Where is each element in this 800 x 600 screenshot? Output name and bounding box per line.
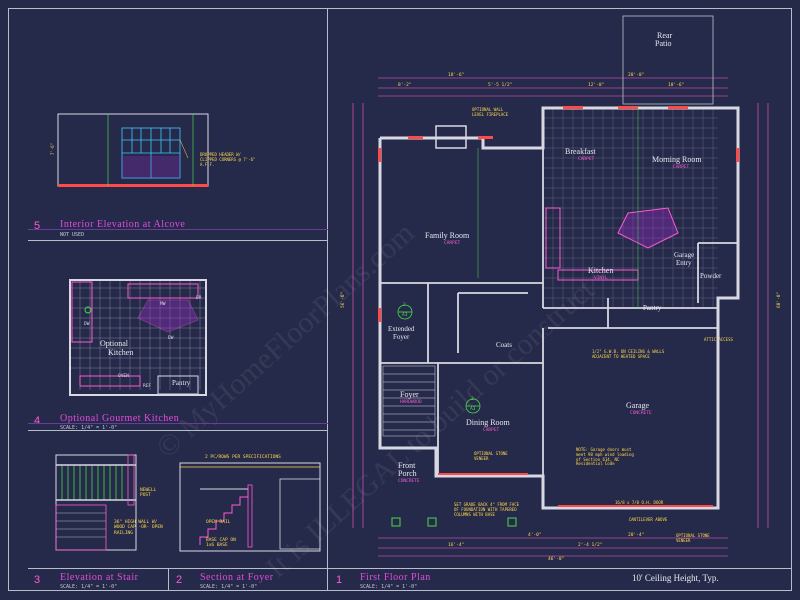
section-marker-2-bottom: A3 (402, 313, 408, 318)
svg-text:60'-0": 60'-0" (776, 292, 782, 308)
note-cantilever: CANTILEVER ABOVE (628, 517, 668, 522)
room-morning: Morning Room (652, 155, 702, 164)
svg-text:16'-4": 16'-4" (448, 542, 464, 548)
detail-number-4: 4 (34, 415, 41, 427)
room-family-floor: CARPET (444, 241, 461, 246)
svg-text:56'-0": 56'-0" (340, 292, 346, 308)
room-breakfast-floor: CARPET (578, 157, 595, 162)
room-foyer-floor: HARDWOOD (400, 400, 422, 405)
stair-title: Elevation at Stair (60, 572, 139, 583)
svg-text:10'-6": 10'-6" (668, 82, 684, 88)
kitchen-label-mw: MW (160, 302, 166, 307)
room-breakfast: Breakfast (565, 147, 596, 156)
note-garage-door: 16/8 x 7/0 O.H. DOOR (615, 500, 664, 505)
room-rear-patio-sub: Patio (655, 39, 672, 48)
optional-kitchen-drawing (69, 279, 207, 396)
note-garage-wind: NOTE: Garage doors must meet 90 mph wind… (576, 447, 634, 467)
ceiling-height-note: 10' Ceiling Height, Typ. (632, 573, 719, 583)
note-beam: SET GRADE BACK 4" FROM FACE OF FOUNDATIO… (454, 502, 520, 517)
foyer-section-note-2: OPEN RAIL (206, 520, 231, 525)
detail-number-1: 1 (336, 574, 343, 586)
kitchen-title: Optional Gourmet Kitchen (60, 413, 180, 424)
svg-text:2'-4 1/2": 2'-4 1/2" (578, 542, 602, 548)
stair-scale: SCALE: 1/4" = 1'-0" (60, 584, 118, 590)
stair-wall-note: 36" HIGH WALL W/ WOOD CAP -OR- OPEN RAIL… (114, 520, 163, 536)
optional-kitchen-title: Optional (100, 339, 128, 348)
room-porch-floor: CONCRETE (398, 479, 420, 484)
section-marker-3-bottom: A3 (470, 407, 476, 412)
svg-text:20'-0": 20'-0" (628, 72, 644, 78)
svg-text:8'-2": 8'-2" (398, 82, 412, 88)
room-pantry: Pantry (643, 304, 662, 312)
room-coats: Coats (496, 341, 512, 349)
alcove-elevation-drawing: 7'-6" (50, 113, 209, 187)
room-front-porch: Front (398, 461, 416, 470)
foyer-section-drawing (179, 462, 321, 552)
svg-text:7'-6": 7'-6" (50, 143, 55, 155)
plan-title: First Floor Plan (360, 572, 431, 583)
svg-text:46'-0": 46'-0" (548, 556, 564, 562)
kitchen-label-dw2: DW (168, 336, 174, 341)
room-family: Family Room (425, 231, 470, 240)
room-extended-foyer: Extended (388, 325, 415, 333)
room-morning-floor: CARPET (673, 165, 690, 170)
foyer-section-scale: SCALE: 1/4" = 1'-0" (200, 584, 258, 590)
kitchen-label-oven: OVEN (118, 374, 129, 379)
note-stone-1: OPTIONAL STONE VENEER (474, 451, 508, 461)
room-kitchen-floor: VINYL (594, 276, 608, 281)
room-dining-floor: CARPET (483, 428, 500, 433)
room-rear-patio: Rear (657, 31, 673, 40)
room-powder: Powder (700, 272, 722, 280)
room-garage-entry: Garage (674, 251, 695, 259)
optional-kitchen-name: Kitchen (108, 348, 134, 357)
stair-newell-note: NEWELL POST (140, 488, 157, 499)
svg-text:18'-6": 18'-6" (448, 72, 464, 78)
optional-pantry-label: Pantry (172, 379, 191, 387)
note-fireplace: OPTIONAL WALL LEVEL FIREPLACE (472, 107, 509, 117)
note-stone-2: OPTIONAL STONE VENEER (676, 533, 710, 543)
room-kitchen: Kitchen (588, 266, 614, 275)
foyer-section-title: Section at Foyer (200, 572, 274, 583)
svg-text:4'-0": 4'-0" (528, 532, 542, 538)
room-garage-floor: CONCRETE (630, 411, 652, 416)
plan-scale: SCALE: 1/4" = 1'-0" (360, 584, 418, 590)
kitchen-scale: SCALE: 1/4" = 1'-0" (60, 425, 118, 431)
alcove-header-note: DROPPED HEADER W/ CLIPPED CORNERS @ 7'-6… (200, 152, 256, 167)
svg-text:12'-0": 12'-0" (588, 82, 604, 88)
alcove-title: Interior Elevation at Alcove (60, 219, 186, 230)
note-attic: ATTIC ACCESS (704, 337, 733, 342)
section-marker-2-top: 2 (403, 303, 406, 308)
room-garage: Garage (626, 401, 650, 410)
first-floor-plan-drawing: 18'-6"20'-0" 8'-2"5'-5 1/2"12'-0"10'-6" … (340, 15, 782, 562)
foyer-section-note-1: 2 PC/ROWS PER SPECIFICATIONS (205, 455, 281, 460)
note-gyp: 1/2" G.W.B. ON CEILING & WALLS ADJACENT … (592, 349, 665, 359)
section-marker-3-top: 3 (471, 397, 474, 402)
alcove-scale: NOT USED (60, 232, 85, 238)
room-dining: Dining Room (466, 418, 510, 427)
stair-elevation-drawing (55, 454, 137, 551)
room-extended-foyer-sub: Foyer (393, 333, 410, 341)
svg-text:5'-5 1/2": 5'-5 1/2" (488, 82, 512, 88)
detail-number-5: 5 (34, 220, 41, 232)
room-garage-entry-sub: Entry (676, 259, 692, 267)
room-front-porch-sub: Porch (398, 469, 417, 478)
detail-number-2: 2 (176, 574, 183, 586)
room-foyer: Foyer (400, 390, 419, 399)
kitchen-label-dr: DR (196, 296, 202, 301)
detail-number-3: 3 (34, 574, 41, 586)
svg-text:20'-4": 20'-4" (628, 532, 644, 538)
kitchen-label-dw: DW (84, 322, 90, 327)
kitchen-label-ref: REF (143, 384, 152, 389)
foyer-section-note-3: BASE CAP ON 1x6 BASE (206, 538, 236, 549)
